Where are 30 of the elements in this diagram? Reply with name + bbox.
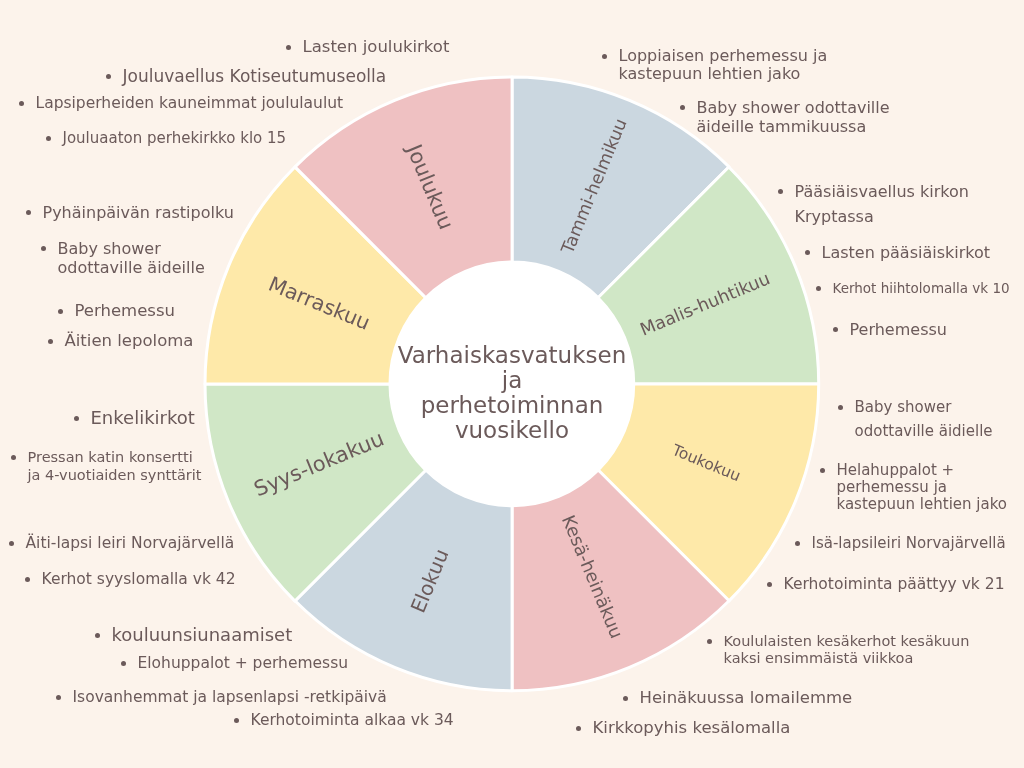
event-text: Äiti-lapsi leiri Norvajärvellä [25,533,235,553]
event-text: Isä-lapsileiri Norvajärvellä [811,534,1006,552]
event-text: Baby shower odottaville äideille tammikuussa [696,97,891,136]
event-text: Äitien lepoloma [64,331,194,351]
event-text: Helahuppalot + perhemessu ja kastepuun lehtien jako [836,461,1008,513]
event-text: Kerhotoiminta alkaa vk 34 [250,710,454,730]
event-text: kouluunsiunaamiset [111,624,293,646]
event-text: Jouluaaton perhekirkko klo 15 [62,129,287,147]
event-text: Kirkkopyhis kesälomalla [592,718,791,738]
event-text: Kerhot syyslomalla vk 42 [41,569,236,589]
event-text: Perhemessu [849,319,947,339]
event-text: Lasten pääsiäiskirkot [821,242,991,262]
event-text: Kerhot hiihtolomalla vk 10 [832,280,1010,296]
event-text: Kerhotoiminta päättyy vk 21 [783,574,1005,594]
event-text: Elohuppalot + perhemessu [137,653,349,673]
event-text: Koululaisten kesäkerhot kesäkuun kaksi ensimmäistä viikkoa [723,632,971,667]
event-text: Baby shower odottaville äideille [57,238,206,277]
event-text: Pressan katin konsertti ja 4-vuotiaiden synttärit [27,448,203,484]
event-text: Perhemessu [74,301,175,321]
event-text: Isovanhemmat ja lapsenlapsi -retkipäivä [72,687,387,707]
event-text: Pyhäinpäivän rastipolku [42,202,234,222]
event-text: Baby shower odottaville äidielle [854,397,994,442]
event-text: Enkelikirkot [90,407,195,429]
event-text: Lapsiperheiden kauneimmat joululaulut [35,93,344,113]
event-text: Pääsiäisvaellus kirkon Kryptassa [794,180,970,228]
hub-title: Varhaiskasvatuksen ja perhetoiminnan vuosikello [396,343,628,443]
event-text: Jouluvaellus Kotiseutumuseolla [122,66,387,86]
event-text: Loppiaisen perhemessu ja kastepuun lehtien jako [618,47,829,83]
event-text: Heinäkuussa lomailemme [639,688,853,708]
event-text: Lasten joulukirkot [302,37,450,57]
